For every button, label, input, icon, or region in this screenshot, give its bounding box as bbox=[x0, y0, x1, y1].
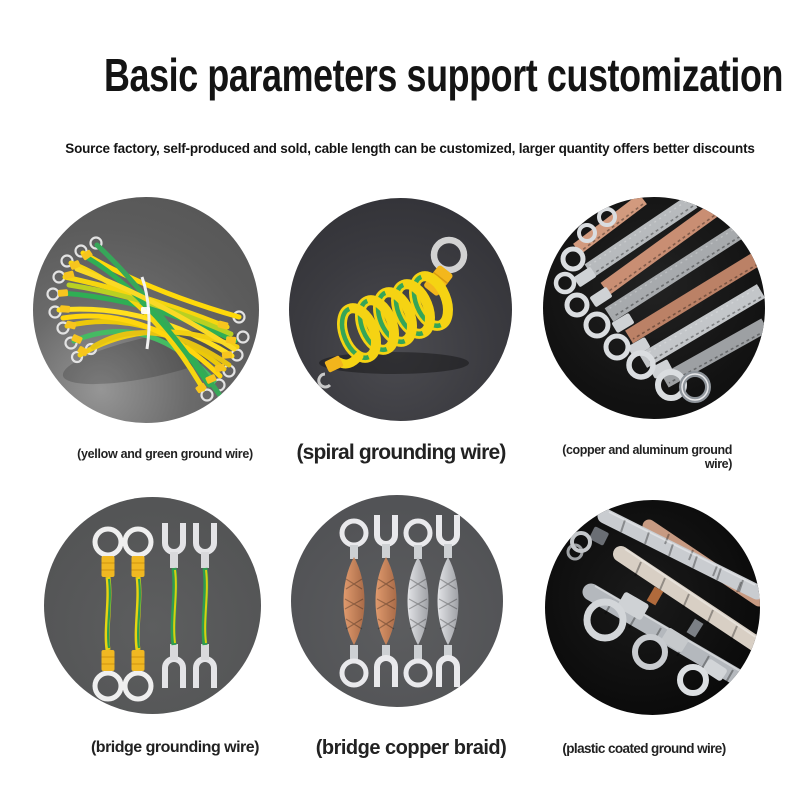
product-photo-spiral-grounding-wire bbox=[289, 198, 512, 421]
product-caption-bridge-copper-braid: (bridge copper braid) bbox=[315, 737, 507, 759]
crimp-plates bbox=[574, 267, 672, 379]
product-photo-bridge-grounding-wire bbox=[44, 497, 261, 714]
braided-straps-photo bbox=[553, 197, 765, 403]
copper-braid-fork bbox=[374, 515, 398, 687]
product-caption-copper-aluminum-ground-wire: (copper and aluminum ground wire) bbox=[562, 443, 732, 471]
terminal-barrel-large bbox=[617, 592, 649, 620]
spiral-wire-photo bbox=[317, 236, 469, 389]
spiral-coils bbox=[337, 271, 453, 363]
braided-straps bbox=[563, 197, 765, 388]
yellow-green-wire-bundle-photo bbox=[46, 236, 250, 407]
fork-bridge-wires bbox=[162, 523, 217, 688]
product-caption-yellow-green-ground-wire: (yellow and green ground wire) bbox=[77, 447, 253, 461]
twist-texture bbox=[604, 519, 744, 685]
medium-ring-terminal bbox=[632, 634, 668, 670]
wire-bundle bbox=[56, 242, 242, 397]
product-photo-copper-aluminum-ground-wire bbox=[543, 197, 765, 419]
coated-cables-photo bbox=[566, 508, 760, 699]
product-photo-yellow-green-ground-wire bbox=[33, 197, 259, 423]
braid-texture bbox=[580, 203, 765, 384]
large-ring-terminal bbox=[583, 598, 627, 642]
bridge-wires-photo bbox=[92, 523, 217, 702]
bridge-braids-photo bbox=[339, 515, 460, 688]
ring-terminal bbox=[430, 236, 468, 274]
crimp-sleeves bbox=[57, 249, 237, 394]
product-caption-spiral-grounding-wire: (spiral grounding wire) bbox=[296, 441, 506, 464]
product-caption-bridge-grounding-wire: (bridge grounding wire) bbox=[90, 739, 260, 756]
tail-crimp bbox=[324, 355, 344, 373]
tail-hook bbox=[317, 372, 332, 389]
braid-texture bbox=[344, 578, 458, 630]
tinned-braid-ring bbox=[403, 518, 433, 688]
product-caption-plastic-coated-ground-wire: (plastic coated ground wire) bbox=[562, 741, 726, 756]
copper-braid-ring bbox=[339, 518, 369, 688]
product-photo-bridge-copper-braid bbox=[291, 495, 503, 707]
ring-bridge-wires bbox=[92, 526, 154, 702]
page-title: Basic parameters support customization bbox=[104, 49, 784, 101]
cable-collar bbox=[589, 526, 609, 546]
tinned-braid-fork bbox=[436, 515, 460, 687]
front-ring-terminal bbox=[677, 664, 709, 696]
product-photo-plastic-coated-ground-wire bbox=[545, 500, 760, 715]
page-subtitle: Source factory, self-produced and sold, … bbox=[65, 141, 755, 156]
copper-collar bbox=[646, 586, 664, 606]
